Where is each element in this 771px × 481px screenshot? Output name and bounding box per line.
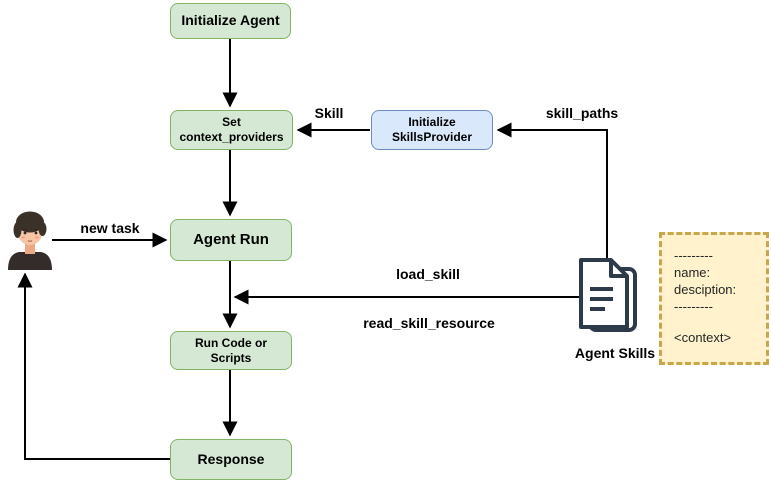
note-line-dashes-bottom: ---------: [674, 299, 713, 314]
node-initialize-skills-provider: Initialize SkillsProvider: [371, 110, 493, 150]
edge-label-load-skill: load_skill: [396, 266, 460, 282]
edge-label-new-task: new task: [80, 220, 140, 236]
node-response: Response: [170, 439, 292, 480]
note-line-name: name:: [674, 265, 711, 280]
note-line-context: <context>: [674, 330, 732, 345]
user-avatar-icon: [8, 211, 52, 270]
note-spacer: [674, 315, 762, 329]
note-line-dashes-top: ---------: [674, 248, 713, 263]
note-line-description: desciption:: [674, 282, 737, 297]
agent-skills-documents-icon: [579, 258, 637, 332]
arrow-response-to-user: [17, 272, 170, 460]
agent-skills-label: Agent Skills: [574, 345, 656, 361]
node-agent-run: Agent Run: [170, 219, 292, 261]
edge-label-skill: Skill: [314, 105, 344, 121]
node-set-context-providers: Set context_providers: [170, 110, 293, 150]
node-initialize-agent: Initialize Agent: [170, 3, 291, 39]
edge-label-read-skill-resource: read_skill_resource: [363, 315, 495, 331]
node-run-code-or-scripts: Run Code or Scripts: [170, 331, 292, 370]
skill-context-note: --------- name: desciption: --------- <c…: [659, 232, 769, 365]
arrow-skill-paths-to-skills-provider: [496, 122, 608, 259]
edge-label-skill-paths: skill_paths: [545, 105, 619, 121]
